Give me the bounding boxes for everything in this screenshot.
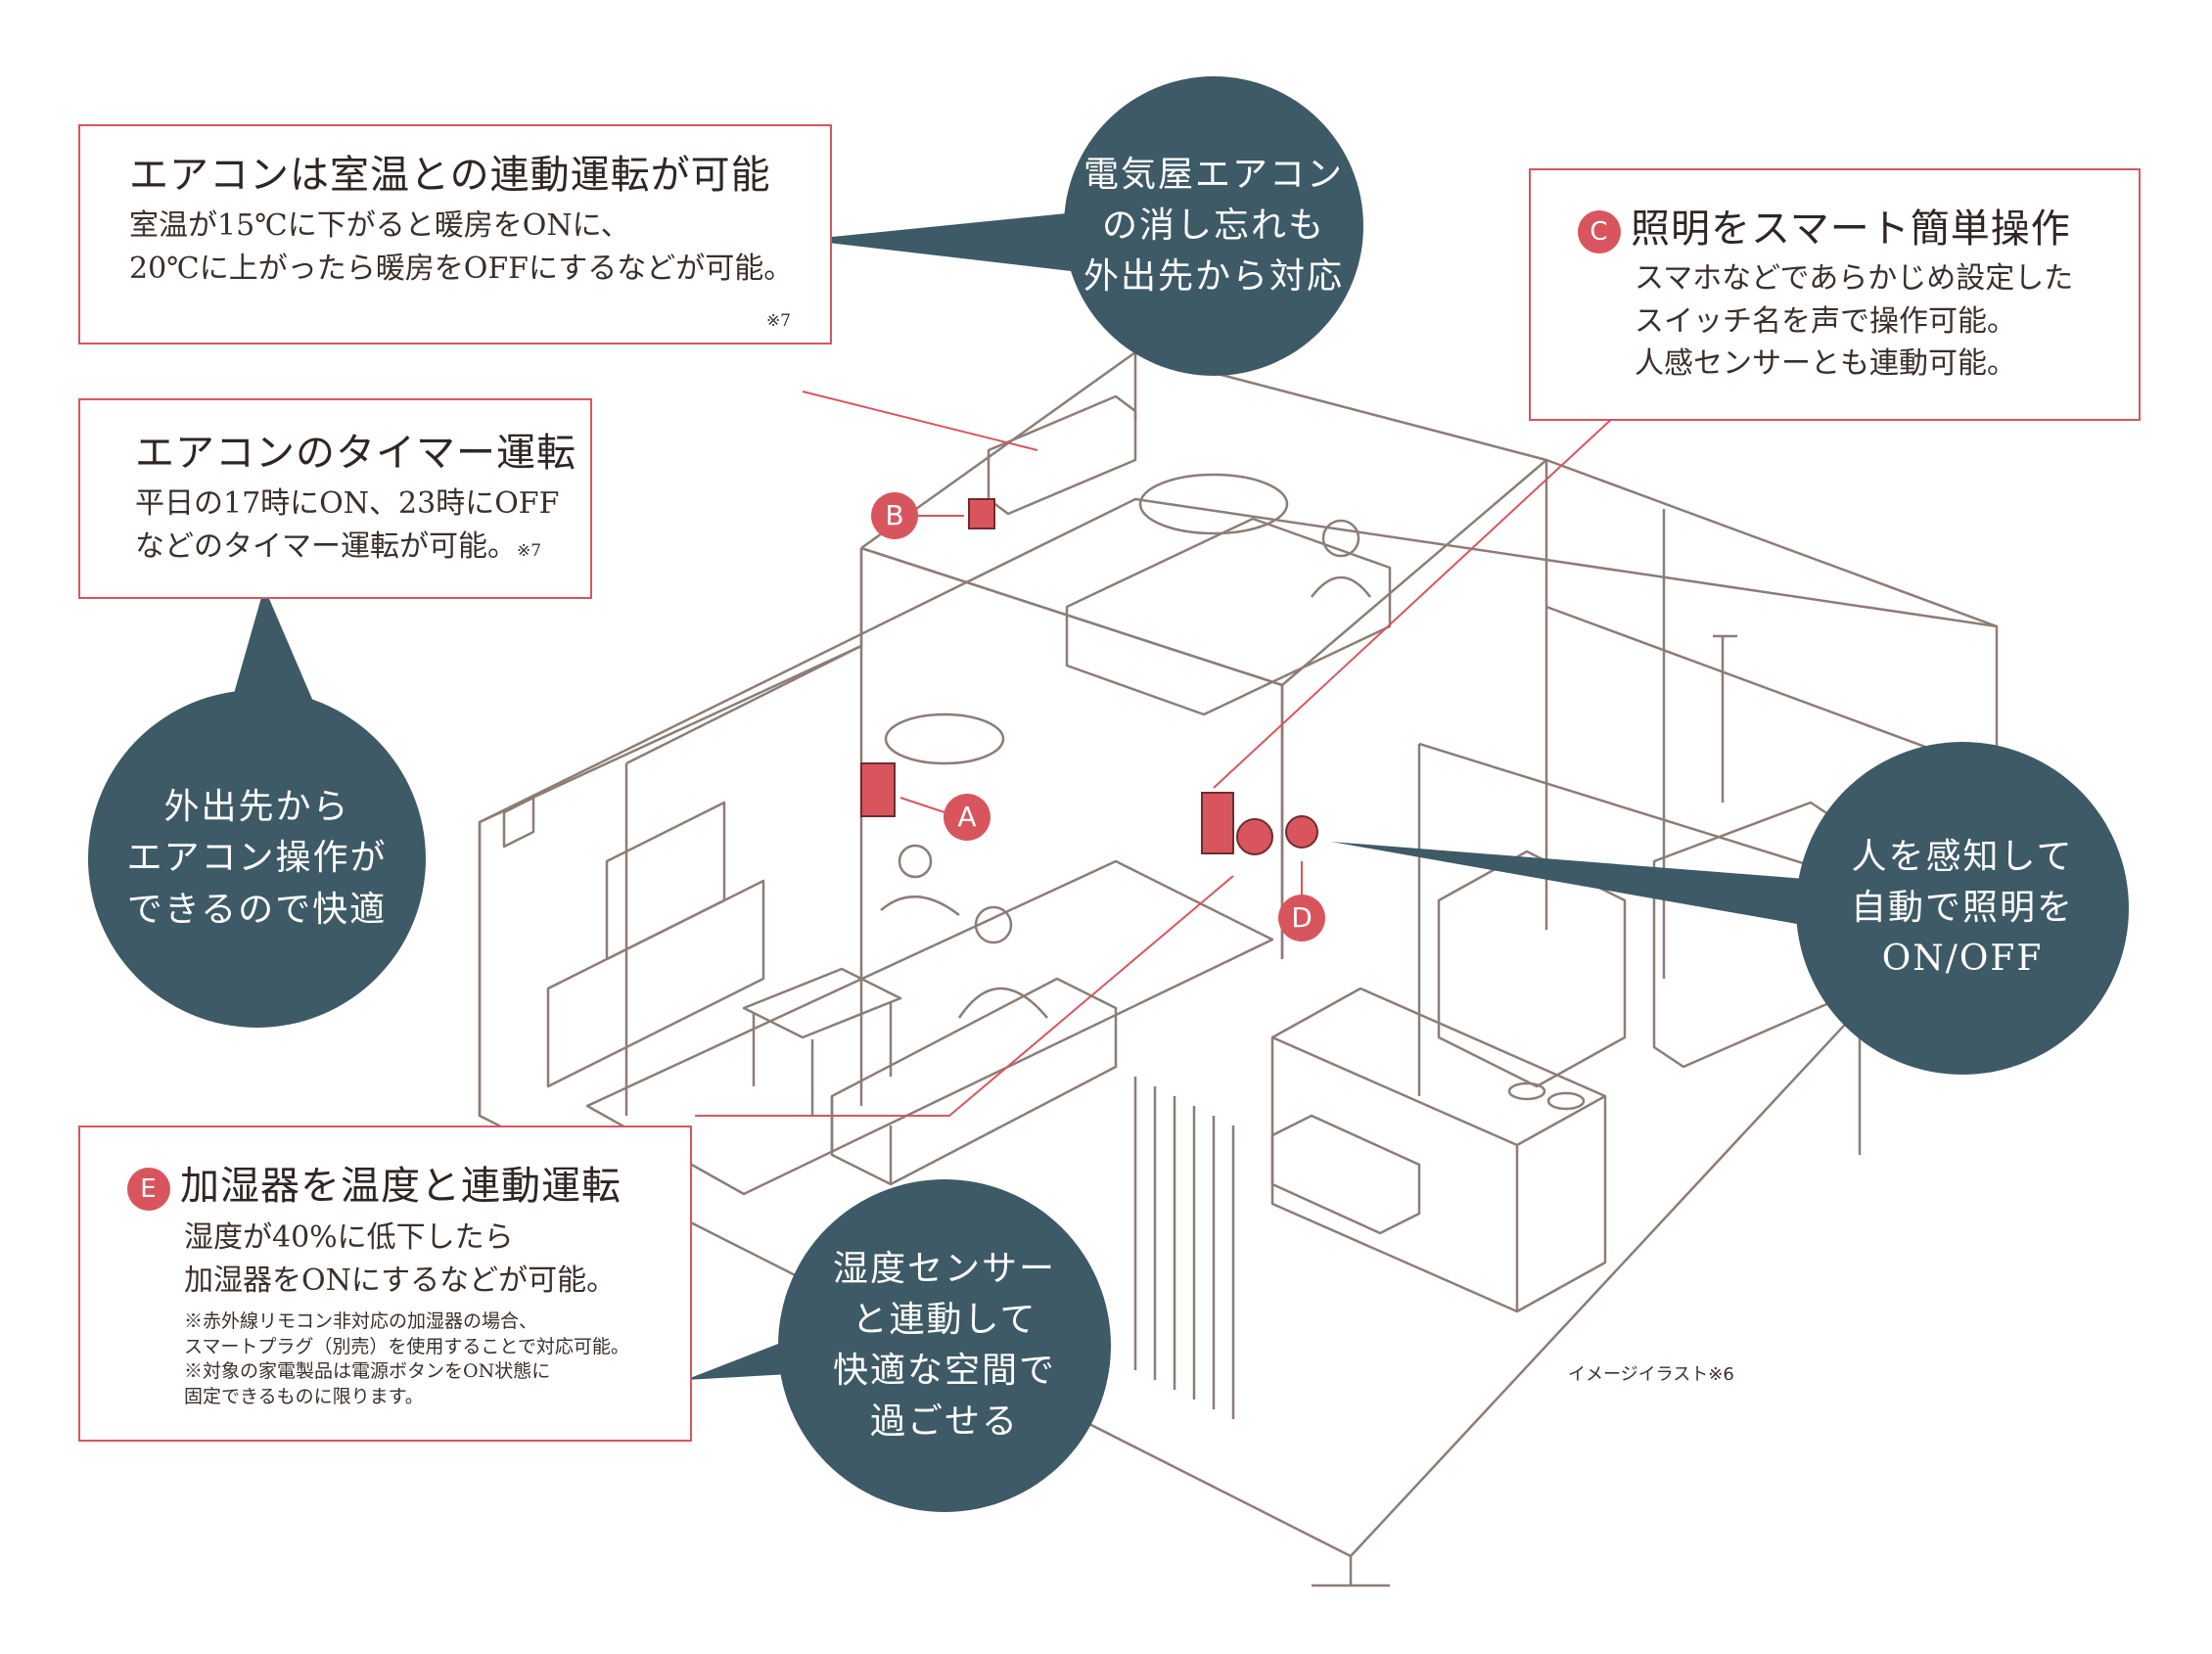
- humid-title: 加湿器を温度と連動運転: [180, 1164, 622, 1209]
- aircon-link-note: ※7: [765, 311, 791, 331]
- marker-b: B: [871, 492, 918, 539]
- bubble-left-line2: エアコン操作が: [126, 838, 388, 879]
- badge-e: E: [127, 1168, 170, 1211]
- humid-note1: ※赤外線リモコン非対応の加湿器の場合、: [184, 1310, 538, 1332]
- timer-line2: などのタイマー運転が可能。: [135, 528, 517, 564]
- bubble-right-line1: 人を感知して: [1851, 836, 2074, 877]
- bubble-remote-aircon: 外出先から エアコン操作が できるので快適: [88, 690, 426, 1028]
- bubble-top-line3: 外出先から対応: [1083, 256, 1344, 298]
- aircon-link-line2: 20℃に上がったら暖房をOFFにするなどが可能。: [129, 251, 794, 286]
- bubble-bottom-line2: と連動して: [852, 1299, 1037, 1340]
- bubble-bottom-line1: 湿度センサー: [832, 1248, 1056, 1289]
- bubble-top-line2: の消し忘れも: [1101, 205, 1325, 246]
- info-box-aircon-link: エアコンは室温との連動運転が可能 室温が15℃に下がると暖房をONに、 20℃に…: [78, 124, 832, 345]
- lighting-line3: 人感センサーとも連動可能。: [1635, 346, 2016, 381]
- bubble-bottom-line4: 過ごせる: [869, 1401, 1019, 1443]
- bubble-top-line1: 電気屋エアコン: [1083, 154, 1344, 195]
- humid-note4: 固定できるものに限ります。: [184, 1385, 424, 1407]
- lighting-line2: スイッチ名を声で操作可能。: [1635, 303, 2016, 339]
- bubble-right-line2: 自動で照明を: [1850, 887, 2074, 928]
- bubble-left-line3: できるので快適: [126, 889, 388, 930]
- bubble-bottom-line3: 快適な空間で: [832, 1351, 1056, 1391]
- humid-note2: スマートプラグ（別売）を使用することで対応可能。: [184, 1335, 629, 1357]
- lighting-line1: スマホなどであらかじめ設定した: [1635, 261, 2074, 296]
- aircon-link-line1: 室温が15℃に下がると暖房をONに、: [129, 208, 630, 243]
- bubble-right-line3: ON/OFF: [1881, 939, 2044, 980]
- timer-title: エアコンのタイマー運転: [135, 431, 576, 476]
- bubble-left-line1: 外出先から: [163, 787, 350, 828]
- info-box-timer: エアコンのタイマー運転 平日の17時にON、23時にOFF などのタイマー運転が…: [78, 398, 592, 599]
- humid-note3: ※対象の家電製品は電源ボタンをON状態に: [184, 1360, 551, 1383]
- aircon-link-title: エアコンは室温との連動運転が可能: [129, 153, 771, 198]
- badge-c: C: [1578, 210, 1621, 253]
- marker-d: D: [1278, 895, 1325, 942]
- marker-a: A: [944, 794, 991, 841]
- bubble-motion-light: 人を感知して 自動で照明を ON/OFF: [1796, 742, 2129, 1075]
- lighting-title: 照明をスマート簡単操作: [1631, 207, 2071, 252]
- timer-line1: 平日の17時にON、23時にOFF: [135, 486, 560, 521]
- humid-line2: 加湿器をONにするなどが可能。: [184, 1263, 617, 1298]
- timer-note: ※7: [517, 540, 542, 561]
- bubble-humidity: 湿度センサー と連動して 快適な空間で 過ごせる: [778, 1179, 1111, 1512]
- bubble-remote-off: 電気屋エアコン の消し忘れも 外出先から対応: [1064, 76, 1363, 376]
- humid-line1: 湿度が40%に低下したら: [184, 1220, 514, 1255]
- timer-line2-wrap: などのタイマー運転が可能。※7: [135, 526, 590, 569]
- image-caption: イメージイラスト※6: [1568, 1364, 1734, 1385]
